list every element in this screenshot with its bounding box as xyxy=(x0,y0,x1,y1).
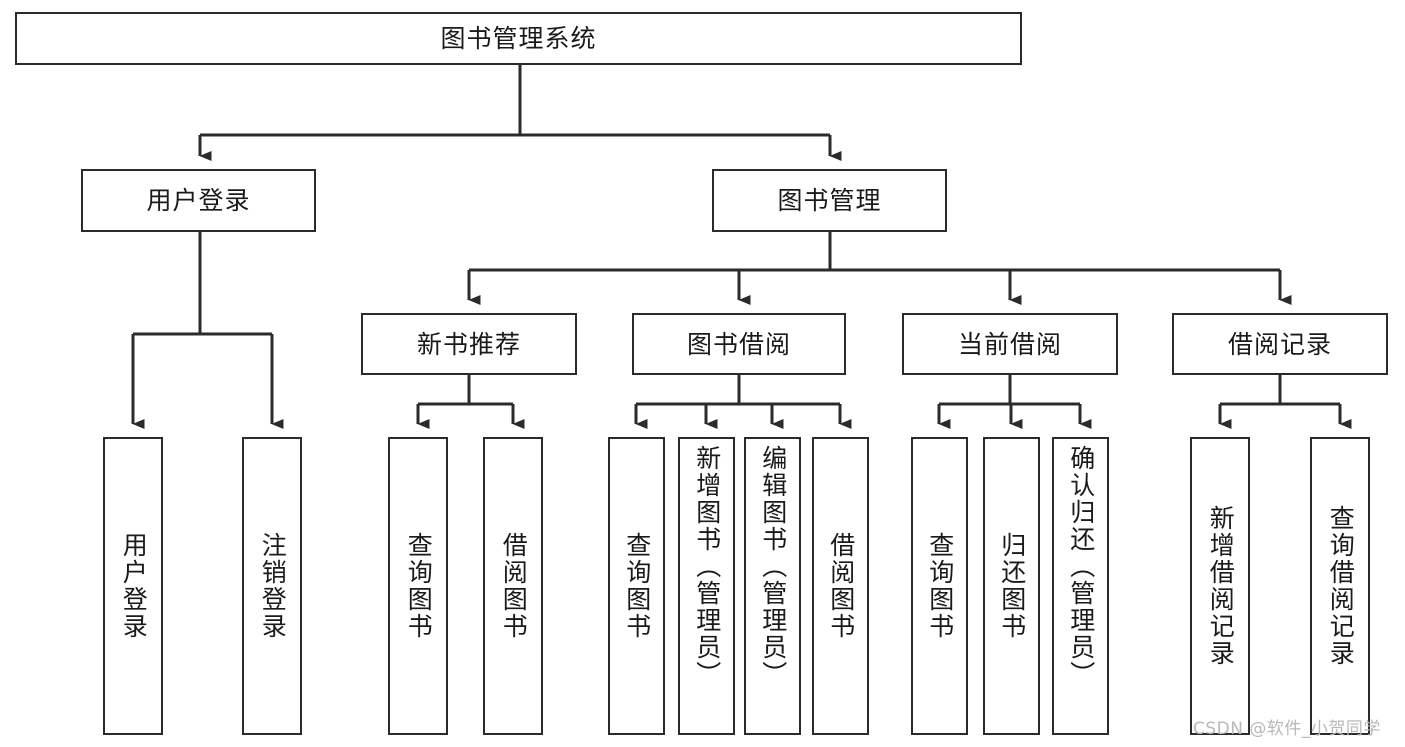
leaf-borrow-book[interactable]: 借阅图书 xyxy=(812,437,869,735)
node-new-book-recommend[interactable]: 新书推荐 xyxy=(361,313,577,375)
node-root[interactable]: 图书管理系统 xyxy=(15,12,1022,65)
node-user-login[interactable]: 用户登录 xyxy=(81,169,316,232)
node-book-borrow-label: 图书借阅 xyxy=(686,329,791,359)
leaf-add-borrow-record-label: 新增借阅记录 xyxy=(1206,505,1236,667)
leaf-return-book-label: 归还图书 xyxy=(997,532,1027,640)
node-book-borrow[interactable]: 图书借阅 xyxy=(632,313,846,375)
leaf-query-book-rec-label: 查询图书 xyxy=(404,532,434,640)
node-new-book-recommend-label: 新书推荐 xyxy=(416,329,521,359)
leaf-query-book-borrow-label: 查询图书 xyxy=(622,532,652,640)
node-current-borrow-label: 当前借阅 xyxy=(957,329,1062,359)
leaf-edit-book-admin-label: 编辑图书（管理员） xyxy=(758,445,788,688)
leaf-query-book-current-label: 查询图书 xyxy=(925,532,955,640)
leaf-confirm-return-admin[interactable]: 确认归还（管理员） xyxy=(1052,437,1109,735)
node-borrow-record[interactable]: 借阅记录 xyxy=(1172,313,1388,375)
node-user-login-label: 用户登录 xyxy=(146,186,251,215)
leaf-return-book[interactable]: 归还图书 xyxy=(983,437,1040,735)
csdn-watermark: CSDN @软件_小贺同学 xyxy=(1193,714,1381,739)
leaf-confirm-return-admin-label: 确认归还（管理员） xyxy=(1066,445,1096,688)
leaf-user-login[interactable]: 用户登录 xyxy=(103,437,163,735)
leaf-borrow-book-label: 借阅图书 xyxy=(826,532,856,640)
leaf-borrow-book-rec-label: 借阅图书 xyxy=(499,532,529,640)
node-current-borrow[interactable]: 当前借阅 xyxy=(902,313,1118,375)
leaf-edit-book-admin[interactable]: 编辑图书（管理员） xyxy=(744,437,801,735)
leaf-query-book-current[interactable]: 查询图书 xyxy=(911,437,968,735)
leaf-add-book-admin[interactable]: 新增图书（管理员） xyxy=(678,437,735,735)
leaf-add-book-admin-label: 新增图书（管理员） xyxy=(692,445,722,688)
leaf-query-book-borrow[interactable]: 查询图书 xyxy=(608,437,665,735)
node-borrow-record-label: 借阅记录 xyxy=(1227,329,1332,359)
leaf-logout-label: 注销登录 xyxy=(258,532,288,640)
node-book-management[interactable]: 图书管理 xyxy=(712,169,947,232)
leaf-logout[interactable]: 注销登录 xyxy=(242,437,302,735)
node-root-label: 图书管理系统 xyxy=(440,24,597,53)
leaf-borrow-book-rec[interactable]: 借阅图书 xyxy=(483,437,543,735)
leaf-query-borrow-record[interactable]: 查询借阅记录 xyxy=(1310,437,1370,735)
leaf-user-login-label: 用户登录 xyxy=(119,532,149,640)
csdn-watermark-text: CSDN @软件_小贺同学 xyxy=(1193,719,1381,739)
leaf-query-borrow-record-label: 查询借阅记录 xyxy=(1326,505,1356,667)
leaf-add-borrow-record[interactable]: 新增借阅记录 xyxy=(1190,437,1250,735)
node-book-management-label: 图书管理 xyxy=(777,186,882,215)
leaf-query-book-rec[interactable]: 查询图书 xyxy=(388,437,448,735)
